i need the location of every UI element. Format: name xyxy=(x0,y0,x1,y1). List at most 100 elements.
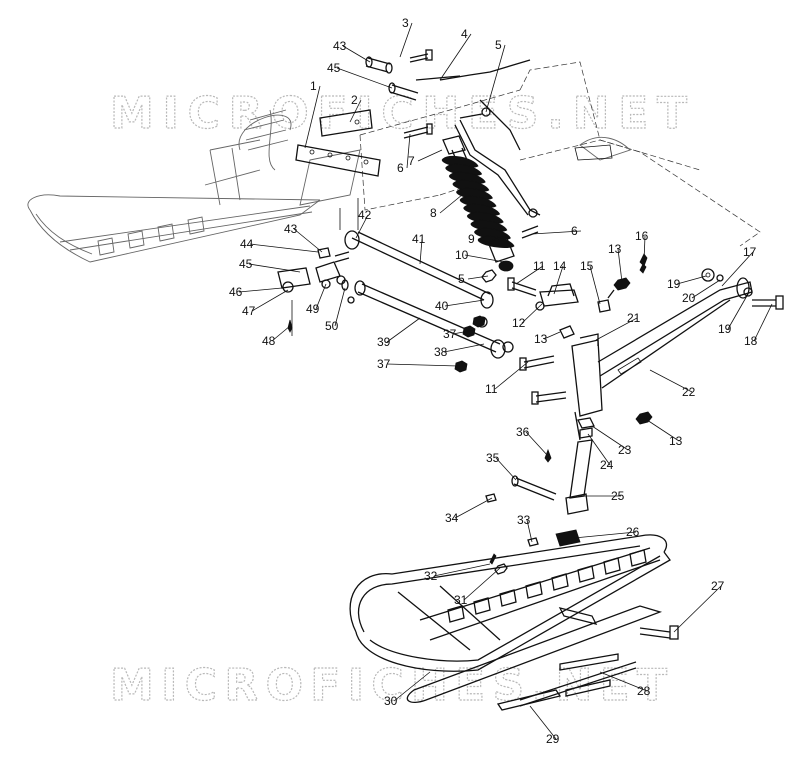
callout-c7: 7 xyxy=(408,154,415,168)
callout-c43a: 43 xyxy=(333,39,347,53)
callout-leader-c30 xyxy=(393,671,431,702)
callout-c48: 48 xyxy=(262,334,276,348)
ski-cutout xyxy=(551,573,569,591)
chassis-outline xyxy=(359,61,761,247)
callout-c44: 44 xyxy=(240,237,254,251)
callout-c10: 10 xyxy=(455,248,469,262)
callout-c15: 15 xyxy=(580,259,594,273)
callout-leader-c32 xyxy=(433,563,491,577)
callout-leader-c37a xyxy=(452,329,475,335)
callout-leader-c40 xyxy=(444,299,485,307)
callout-leader-c36 xyxy=(525,431,549,457)
callout-leader-c42 xyxy=(355,214,369,239)
callout-leader-c28 xyxy=(599,671,648,692)
callout-leader-c45a xyxy=(336,67,393,89)
callout-c30: 30 xyxy=(384,694,398,708)
lower-hardware xyxy=(485,448,581,575)
callout-c50: 50 xyxy=(325,319,339,333)
callout-leader-c38 xyxy=(443,343,485,353)
callout-c26: 26 xyxy=(626,525,640,539)
callout-c24: 24 xyxy=(600,458,614,472)
callout-c13b: 13 xyxy=(534,332,548,346)
callout-c42: 42 xyxy=(358,208,372,222)
callout-leader-c7 xyxy=(417,149,443,162)
ski-cutout xyxy=(499,589,517,607)
callout-leader-c10 xyxy=(464,254,505,263)
callout-c35: 35 xyxy=(486,451,500,465)
callout-leader-c21 xyxy=(595,317,638,341)
callout-c18: 18 xyxy=(744,334,758,348)
nuts-37 xyxy=(454,315,486,373)
rear-ski-assembly xyxy=(27,109,361,263)
callout-leader-c45b xyxy=(248,263,301,273)
callout-c38: 38 xyxy=(434,345,448,359)
callout-leader-c13c xyxy=(643,417,680,442)
callout-leader-c15 xyxy=(589,265,601,305)
callout-c45a: 45 xyxy=(327,61,341,75)
callout-leader-c1 xyxy=(304,85,321,149)
callout-leader-c19 xyxy=(676,275,707,285)
callout-leader-c17 xyxy=(721,251,754,287)
callout-c3: 3 xyxy=(402,16,409,30)
ski-cutout xyxy=(447,605,465,623)
callout-leader-c33 xyxy=(526,519,533,543)
callout-leader-c6b xyxy=(531,230,582,235)
callout-leader-c44 xyxy=(249,243,319,253)
callout-c13: 13 xyxy=(608,242,622,256)
callout-c20: 20 xyxy=(682,291,696,305)
shock-absorber xyxy=(441,135,515,272)
callout-c43b: 43 xyxy=(284,222,298,236)
callout-c25: 25 xyxy=(611,489,625,503)
callout-leader-c18 xyxy=(753,303,773,342)
callout-c5b: 5 xyxy=(458,272,465,286)
callout-c40: 40 xyxy=(435,299,449,313)
callout-leader-c48 xyxy=(271,325,291,342)
callout-c16: 16 xyxy=(635,229,649,243)
callout-c21: 21 xyxy=(627,311,641,325)
callout-leader-c16 xyxy=(643,235,646,263)
callout-c17: 17 xyxy=(743,245,757,259)
right-hardware xyxy=(481,225,784,425)
callout-leader-c11 xyxy=(515,265,544,285)
callout-c5: 5 xyxy=(495,38,502,52)
callout-leader-c23 xyxy=(591,425,629,451)
callout-leader-c41 xyxy=(419,238,423,265)
callout-c29: 29 xyxy=(546,732,560,746)
ski-cutout xyxy=(629,549,647,567)
callout-leader-c24 xyxy=(587,433,611,466)
callout-c31: 31 xyxy=(454,593,468,607)
callout-leader-c43b xyxy=(293,228,323,253)
callout-c32: 32 xyxy=(424,569,438,583)
ski-spindle xyxy=(565,277,753,515)
ski-cutout xyxy=(577,565,595,583)
callout-c11: 11 xyxy=(533,259,546,273)
callout-c8: 8 xyxy=(430,206,437,220)
callout-leader-c11b xyxy=(494,361,529,390)
callout-c27: 27 xyxy=(711,579,725,593)
callout-c14: 14 xyxy=(553,259,567,273)
callout-leader-c6 xyxy=(406,133,411,169)
callout-leader-c8 xyxy=(439,189,469,214)
callout-c41: 41 xyxy=(412,232,426,246)
callout-c22: 22 xyxy=(682,385,696,399)
callout-leader-c22 xyxy=(649,369,693,393)
callout-leader-c31 xyxy=(463,567,501,601)
ski xyxy=(349,534,679,711)
mount-bracket xyxy=(295,109,381,177)
callout-leader-c5 xyxy=(485,44,506,113)
callout-leader-c20 xyxy=(691,279,721,299)
callout-leader-c29 xyxy=(529,705,557,740)
callout-leader-c46 xyxy=(238,287,283,293)
callout-c11b: 11 xyxy=(485,382,498,396)
callout-leader-c37b xyxy=(386,363,459,367)
callout-c19: 19 xyxy=(667,277,681,291)
upper-radius-rod xyxy=(344,230,494,309)
callout-c39: 39 xyxy=(377,335,391,349)
callout-c13c: 13 xyxy=(669,434,683,448)
callout-c1: 1 xyxy=(310,79,317,93)
callout-c23: 23 xyxy=(618,443,632,457)
callout-leader-c5b xyxy=(467,275,489,280)
callout-leader-c3 xyxy=(399,22,413,58)
callout-c2: 2 xyxy=(351,93,358,107)
callout-leader-c9 xyxy=(477,238,493,245)
